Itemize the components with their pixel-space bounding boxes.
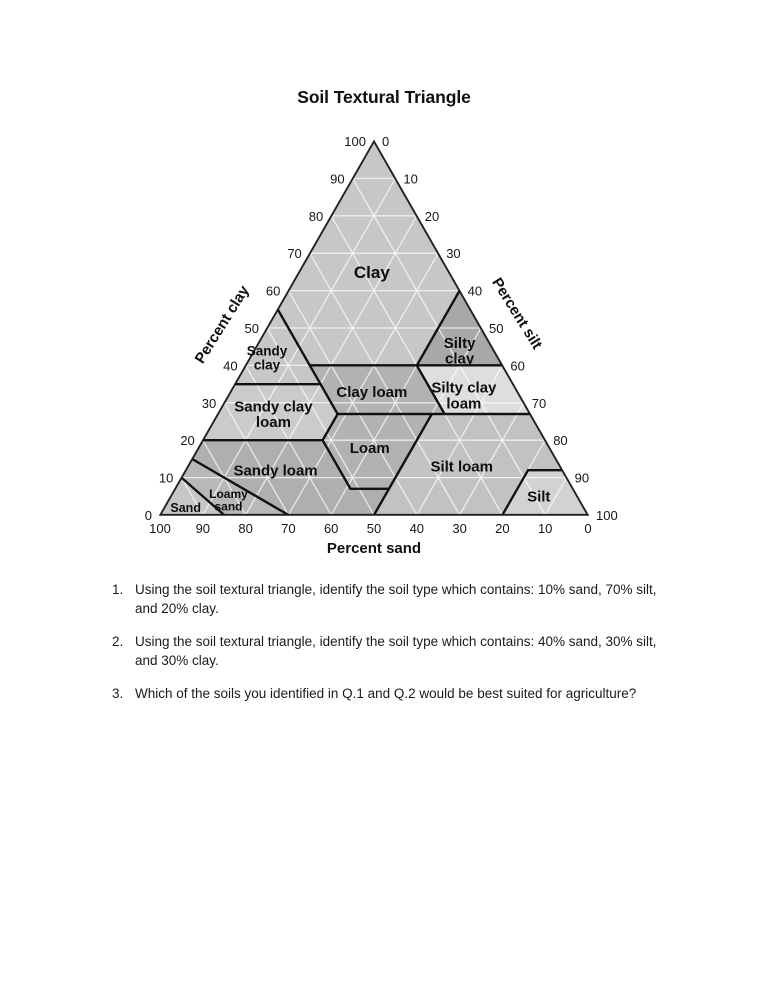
region-label-silt-loam: Silt loam xyxy=(430,459,493,476)
tick-sand-70: 70 xyxy=(281,521,295,536)
region-loamy-sand xyxy=(181,458,289,515)
tick-clay-10: 10 xyxy=(159,471,173,486)
question-2: 2. Using the soil textural triangle, ide… xyxy=(112,632,668,670)
region-label-sand: Sand xyxy=(170,501,201,515)
tick-sand-60: 60 xyxy=(324,521,338,536)
region-label-sandy-loam: Sandy loam xyxy=(233,462,317,479)
question-number: 1. xyxy=(112,582,124,597)
region-label-clay-loam: Clay loam xyxy=(336,384,407,401)
tick-clay-70: 70 xyxy=(287,246,301,261)
question-text: Using the soil textural triangle, identi… xyxy=(135,582,657,616)
tick-sand-40: 40 xyxy=(410,521,424,536)
tick-silt-10: 10 xyxy=(403,171,417,186)
region-silt xyxy=(502,470,588,515)
ternary-diagram-svg: 1009080706050403020100010203040506070809… xyxy=(145,134,618,557)
question-number: 2. xyxy=(112,634,124,649)
region-label-clay: Clay xyxy=(354,263,390,282)
axis-label-percent-silt: Percent silt xyxy=(488,275,545,353)
tick-silt-60: 60 xyxy=(510,358,524,373)
tick-sand-20: 20 xyxy=(495,521,509,536)
tick-clay-40: 40 xyxy=(223,358,237,373)
tick-silt-90: 90 xyxy=(575,471,589,486)
question-text: Using the soil textural triangle, identi… xyxy=(135,634,657,668)
region-sandy-clay-loam xyxy=(202,384,338,441)
region-boundary-sandy-loam xyxy=(191,439,391,515)
tick-sand-90: 90 xyxy=(196,521,210,536)
question-3: 3. Which of the soils you identified in … xyxy=(112,684,668,703)
tick-sand-0: 0 xyxy=(584,521,591,536)
tick-silt-50: 50 xyxy=(489,321,503,336)
tick-silt-80: 80 xyxy=(553,433,567,448)
region-clay-loam xyxy=(309,365,445,415)
tick-clay-90: 90 xyxy=(330,171,344,186)
tick-sand-80: 80 xyxy=(238,521,252,536)
triangle-border xyxy=(158,139,590,516)
questions-list: 1. Using the soil textural triangle, ide… xyxy=(112,580,668,717)
tick-clay-20: 20 xyxy=(180,433,194,448)
tick-clay-0: 0 xyxy=(145,508,152,523)
tick-sand-100: 100 xyxy=(149,521,171,536)
question-text: Which of the soils you identified in Q.1… xyxy=(135,686,637,701)
axis-ticks: 1009080706050403020100010203040506070809… xyxy=(145,134,618,536)
tick-sand-50: 50 xyxy=(367,521,381,536)
tick-sand-30: 30 xyxy=(452,521,466,536)
region-label-loam: Loam xyxy=(350,440,390,457)
region-label-silt: Silt xyxy=(527,489,550,506)
region-loam xyxy=(322,414,432,489)
tick-silt-100: 100 xyxy=(596,508,618,523)
tick-clay-100: 100 xyxy=(344,134,366,149)
region-fills xyxy=(160,141,588,515)
question-1: 1. Using the soil textural triangle, ide… xyxy=(112,580,668,618)
tick-silt-40: 40 xyxy=(468,284,482,299)
tick-silt-30: 30 xyxy=(446,246,460,261)
tick-silt-20: 20 xyxy=(425,209,439,224)
tick-clay-80: 80 xyxy=(309,209,323,224)
page-title: Soil Textural Triangle xyxy=(297,87,471,107)
question-number: 3. xyxy=(112,686,124,701)
tick-clay-30: 30 xyxy=(202,396,216,411)
tick-clay-50: 50 xyxy=(245,321,259,336)
axis-label-percent-sand: Percent sand xyxy=(327,540,421,557)
tick-silt-0: 0 xyxy=(382,134,389,149)
tick-clay-60: 60 xyxy=(266,284,280,299)
tick-sand-10: 10 xyxy=(538,521,552,536)
region-silt-loam xyxy=(374,414,563,515)
tick-silt-70: 70 xyxy=(532,396,546,411)
